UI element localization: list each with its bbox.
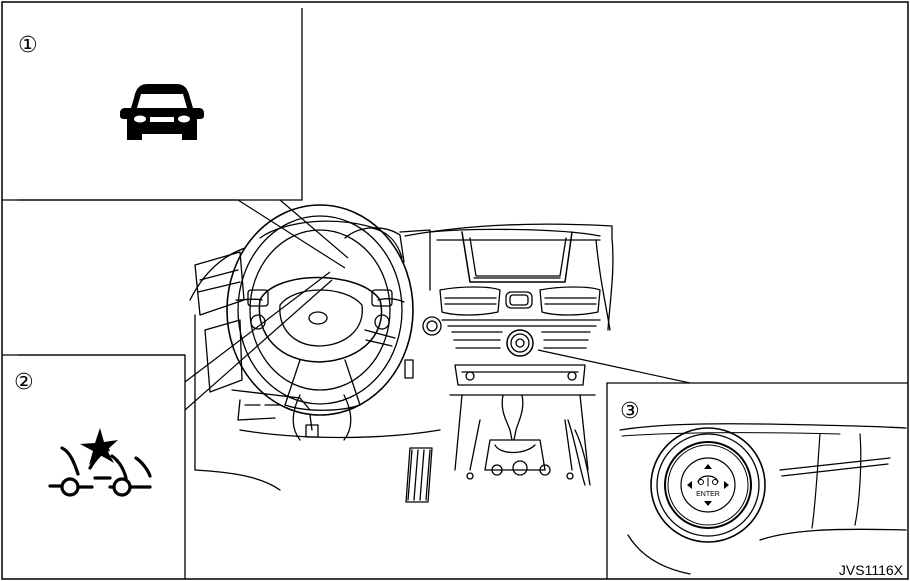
panel-2-leader [18, 272, 332, 410]
panel-3-leader [538, 350, 690, 383]
forward-collision-warning-icon [50, 428, 150, 495]
panel-3-number: ③ [620, 399, 640, 424]
panel-1: ① [2, 8, 348, 268]
vehicle-ahead-icon [120, 84, 204, 140]
panel-2: ② [2, 272, 332, 579]
enter-button-label: ENTER [696, 491, 720, 498]
panel-3-border [607, 383, 908, 579]
figure-code: JVS1116X [839, 562, 904, 578]
dashboard-drawing [190, 205, 613, 502]
infiniti-controller-icon [620, 424, 906, 574]
panel-3: ③ ENTER [538, 350, 908, 579]
panel-2-number: ② [14, 370, 34, 395]
panel-1-number: ① [18, 33, 38, 58]
